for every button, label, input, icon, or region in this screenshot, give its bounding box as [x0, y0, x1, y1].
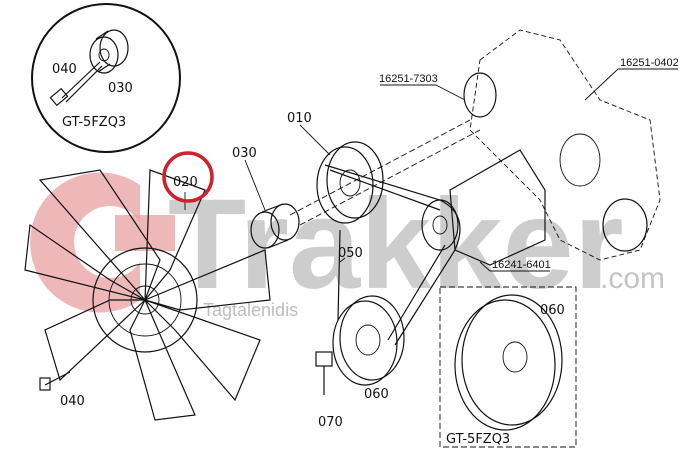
engine-block [463, 29, 661, 261]
variant-model-label: GT-5FZQ3 [446, 432, 510, 447]
highlight-circle [162, 151, 214, 203]
callout-16241-6401: 16241-6401 [492, 259, 551, 271]
fan-spacer [250, 203, 300, 249]
watermark-domain: .com [600, 262, 665, 295]
callout-060-variant: 060 [540, 303, 565, 318]
inset-label-040: 040 [52, 62, 77, 77]
callout-030: 030 [232, 146, 257, 161]
callout-070: 070 [318, 415, 343, 430]
alternator [421, 149, 546, 266]
watermark-brand: Trakker [168, 173, 624, 316]
cooling-fan [24, 169, 271, 421]
callout-16251-7303: 16251-7303 [379, 73, 438, 85]
inset-detail: 040 030 GT-5FZQ3 [31, 3, 181, 153]
lower-pulley [315, 295, 405, 395]
callout-020: 020 [173, 175, 198, 190]
inset-model: GT-5FZQ3 [62, 115, 126, 130]
watermark-logo [30, 172, 141, 313]
callout-040: 040 [60, 394, 85, 409]
callout-16251-0402: 16251-0402 [620, 57, 679, 69]
callout-010: 010 [287, 111, 312, 126]
watermark-sub: Tagtalenidis [203, 300, 298, 320]
watermark: Trakker .com Tagtalenidis [30, 172, 665, 320]
callout-050: 050 [338, 246, 363, 261]
inset-label-030: 030 [108, 81, 133, 96]
callout-060-lower: 060 [364, 387, 389, 402]
variant-pulley-box [439, 286, 577, 448]
v-belt [324, 164, 461, 346]
